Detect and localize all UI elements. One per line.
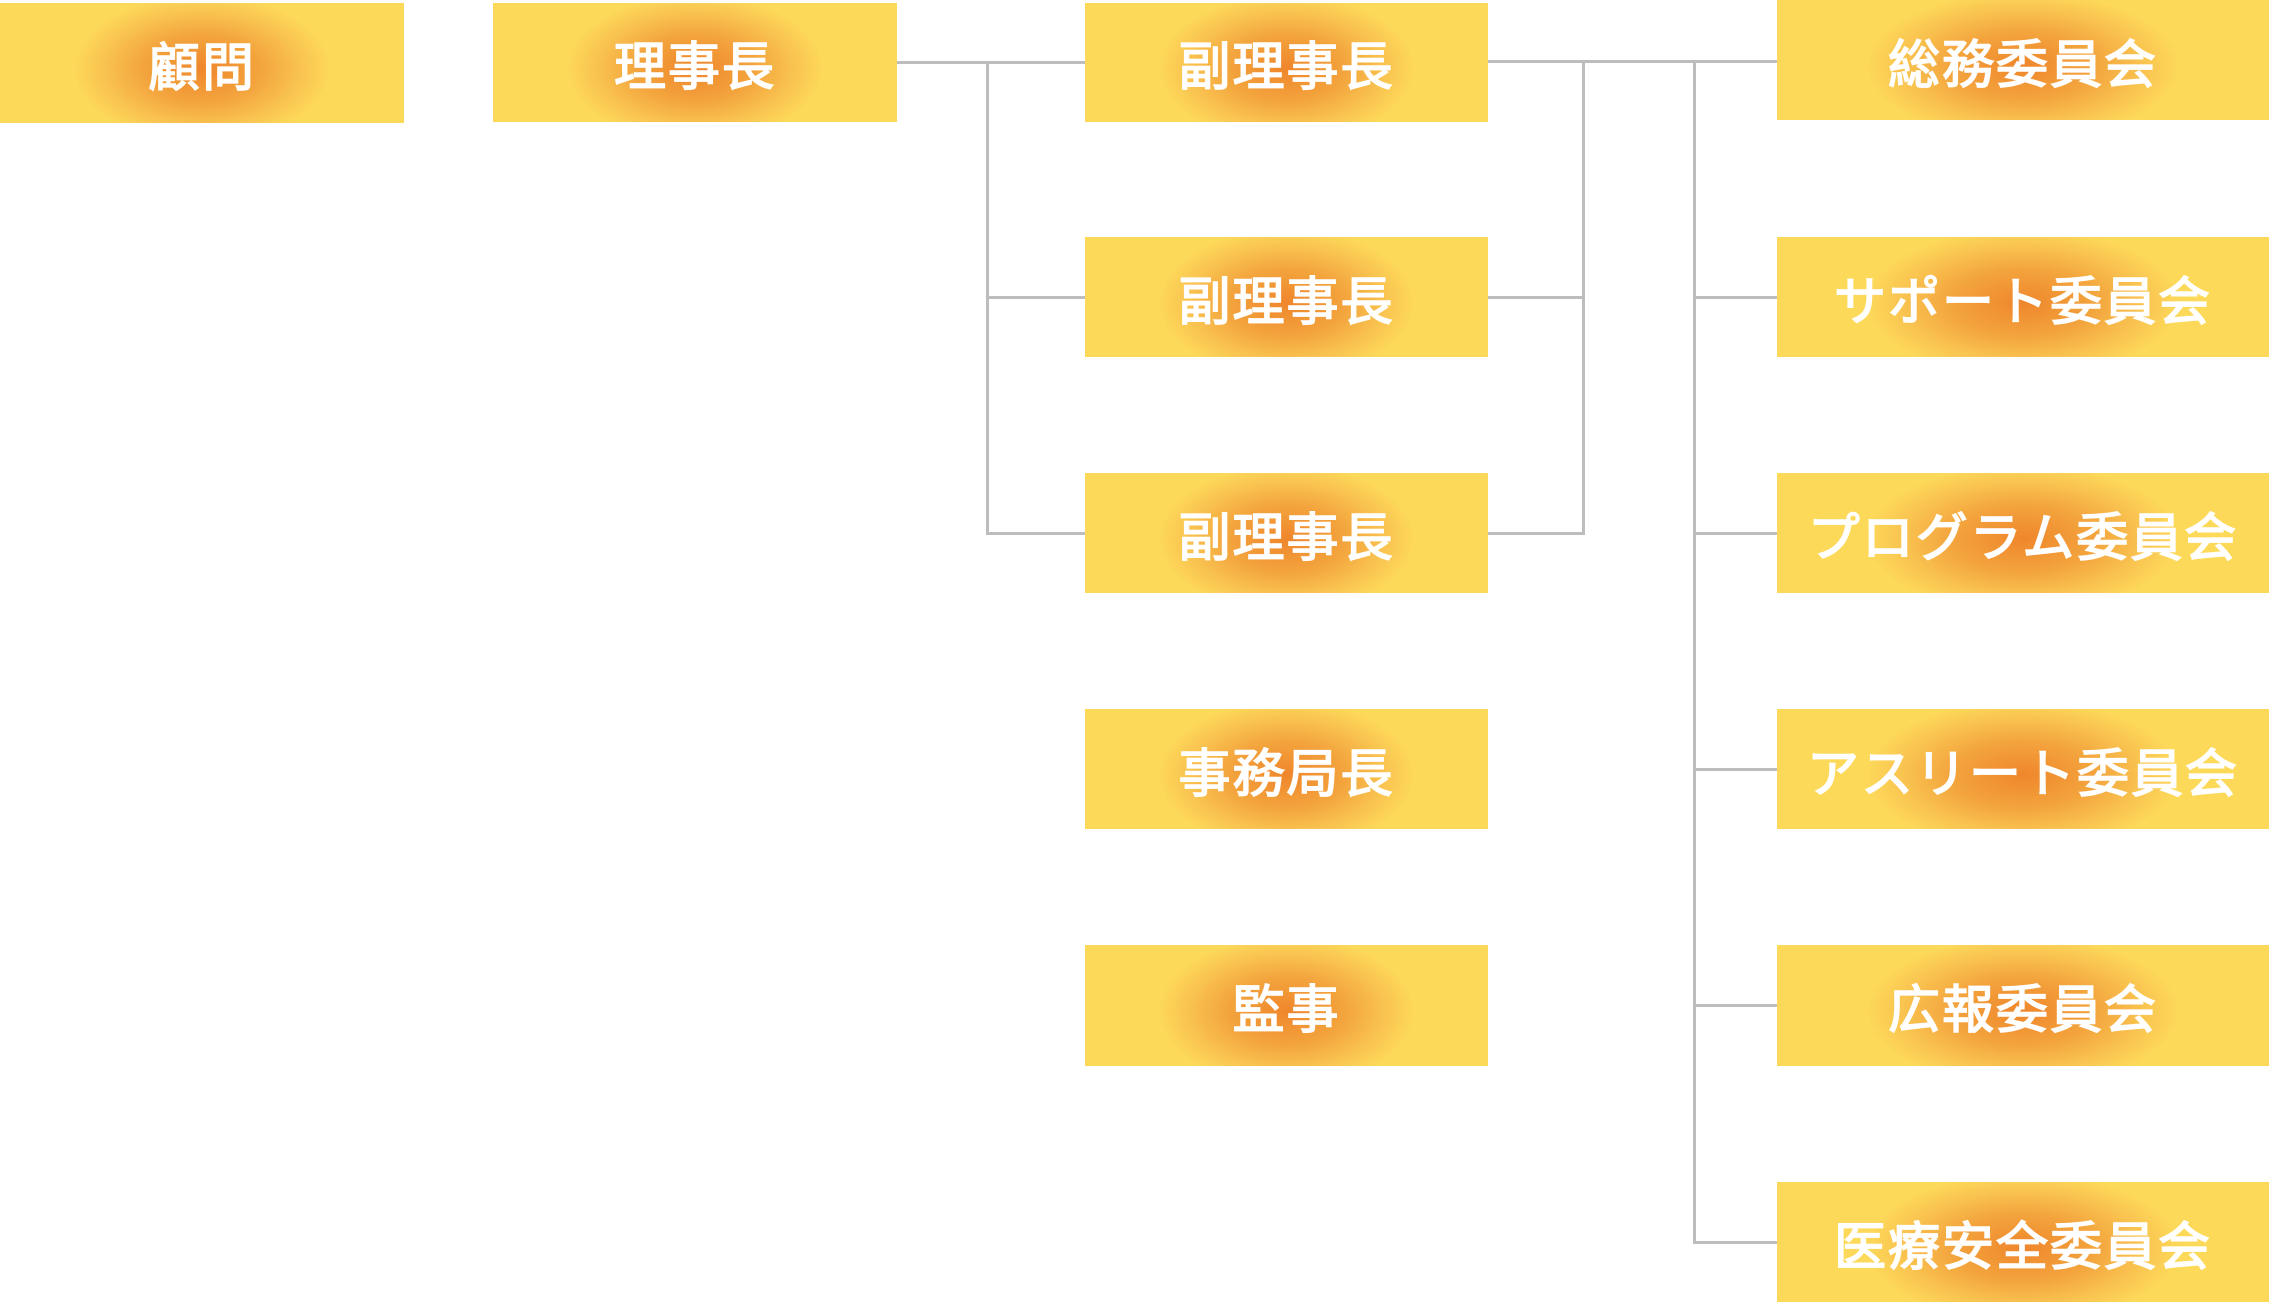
connector-line [1488,296,1583,299]
connector-line [1488,532,1583,535]
connector-line [1693,768,1777,771]
connector-line [1693,1241,1777,1244]
committee-box: サポート委員会 [1777,237,2269,357]
secretary-general-box: 事務局長 [1085,709,1488,829]
connector-line [1693,60,1696,1243]
vice-chairman-box: 副理事長 [1085,3,1488,122]
auditor-box: 監事 [1085,945,1488,1066]
committee-box: プログラム委員会 [1777,473,2269,593]
connector-line [986,532,1085,535]
vice-chairman-box: 副理事長 [1085,473,1488,593]
committee-box: 医療安全委員会 [1777,1182,2269,1302]
chairman-box: 理事長 [493,3,897,122]
connector-line [1693,1004,1777,1007]
connector-line [1693,296,1777,299]
committee-box: アスリート委員会 [1777,709,2269,829]
connector-line [1582,60,1585,535]
vice-chairman-box: 副理事長 [1085,237,1488,357]
connector-line [897,61,1085,64]
connector-line [986,296,1085,299]
connector-line [1488,60,1777,63]
connector-line [1693,532,1777,535]
committee-box: 広報委員会 [1777,945,2269,1066]
committee-box: 総務委員会 [1777,0,2269,120]
advisor-box: 顧問 [0,3,404,123]
